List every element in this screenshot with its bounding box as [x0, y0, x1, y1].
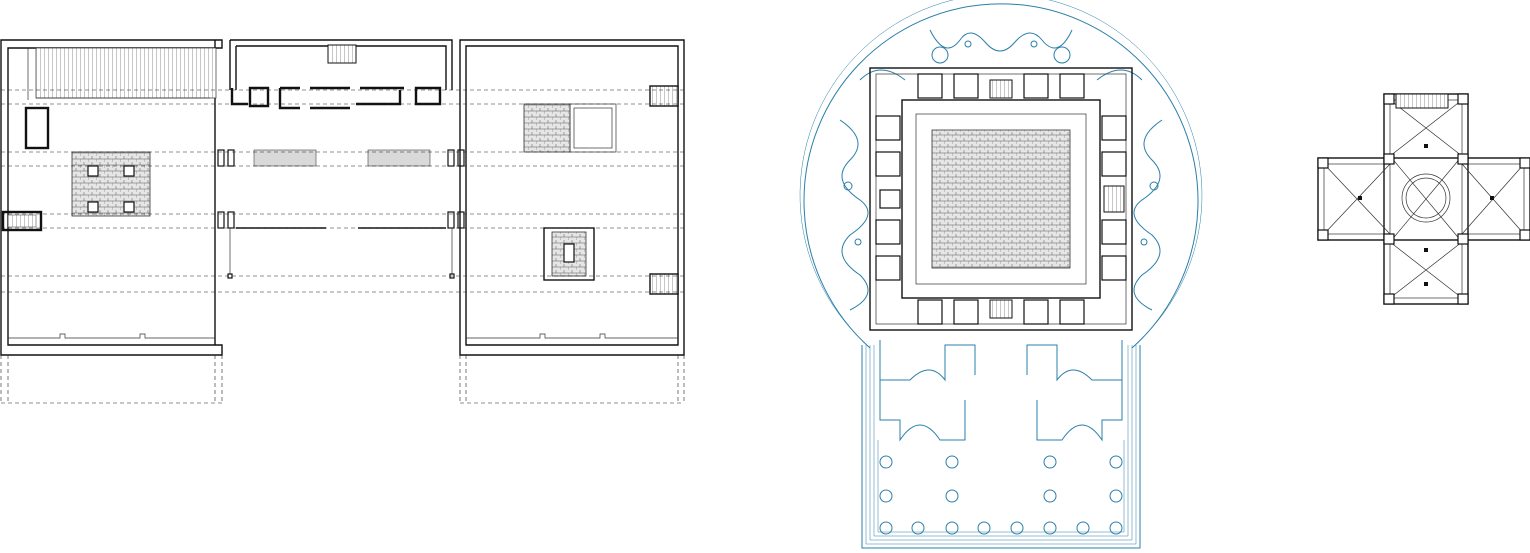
right-wing	[459, 39, 685, 356]
podium	[24, 106, 50, 150]
central-block	[869, 67, 1133, 331]
center-plan	[799, 0, 1203, 549]
portico-columns	[879, 455, 1123, 535]
stair-right-bottom	[649, 273, 679, 295]
central-dome	[1401, 173, 1451, 223]
grille-2	[367, 149, 431, 167]
perimeter-rooms	[875, 73, 1127, 325]
left-wing	[0, 39, 223, 356]
central-paved-court	[931, 129, 1071, 269]
left-plan	[0, 39, 685, 404]
stair-right-top	[649, 85, 679, 107]
cross-horizontal-arm	[1317, 157, 1530, 241]
grille-1	[253, 149, 317, 167]
stair-left	[1, 210, 43, 232]
stair-center-bottom	[989, 299, 1013, 319]
paved-court-left	[71, 151, 151, 217]
stair-middle-top	[327, 44, 357, 64]
right-plan	[1317, 93, 1530, 305]
paved-court-right	[523, 103, 571, 153]
niche-walls	[839, 29, 1163, 442]
dashed-grid-left	[0, 89, 685, 404]
middle-wing	[217, 39, 465, 279]
stair-center-top	[989, 79, 1013, 99]
seating-block	[35, 47, 217, 99]
stair-center-right	[1103, 185, 1125, 213]
stair-cross	[1395, 93, 1449, 109]
